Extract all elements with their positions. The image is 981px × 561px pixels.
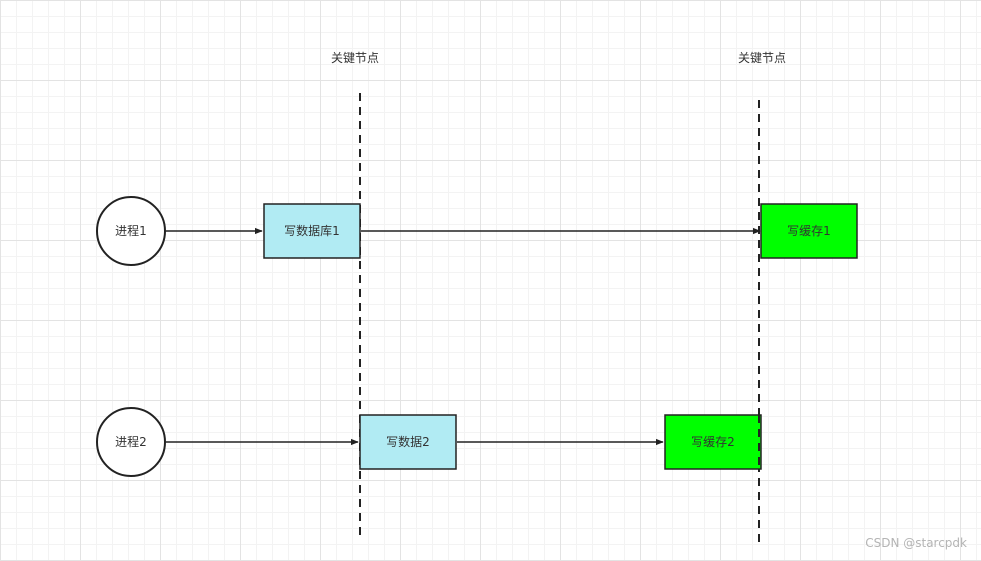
write-cache-2-box[interactable] <box>664 414 762 470</box>
milestone-label-2: 关键节点 <box>738 51 786 65</box>
milestone-label-1: 关键节点 <box>331 51 379 65</box>
process-2-node[interactable] <box>96 407 166 477</box>
write-db-1-label: 写数据库1 <box>284 223 340 238</box>
write-db-1-box[interactable] <box>263 203 361 259</box>
watermark-text: CSDN @starcpdk <box>865 536 967 550</box>
write-cache-1-box[interactable] <box>760 203 858 259</box>
process-2-label: 进程2 <box>115 434 147 449</box>
write-db-2-box[interactable] <box>359 414 457 470</box>
process-1-node[interactable] <box>96 196 166 266</box>
write-db-2-label: 写数据2 <box>386 434 430 449</box>
write-cache-1-label: 写缓存1 <box>787 224 831 238</box>
process-1-label: 进程1 <box>115 223 147 238</box>
write-cache-2-label: 写缓存2 <box>691 435 735 449</box>
